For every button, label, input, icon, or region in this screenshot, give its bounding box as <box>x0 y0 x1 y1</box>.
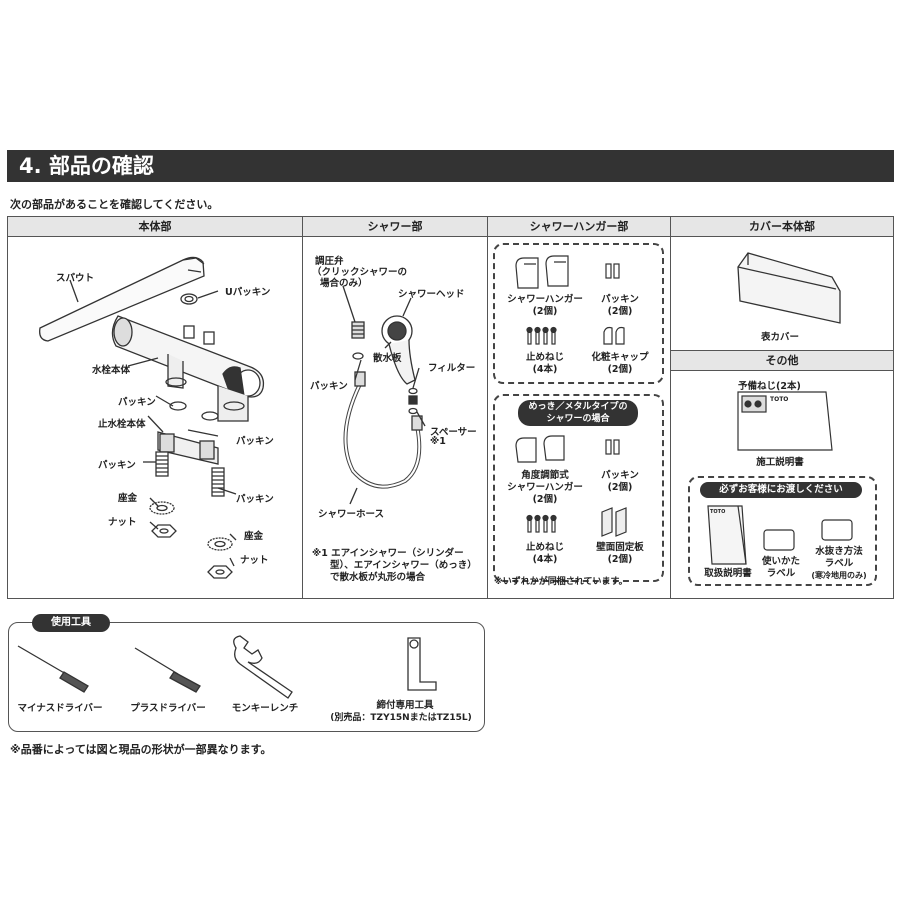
label-spray-plate: 散水板 <box>373 353 402 364</box>
label-drain-2: ラベル <box>824 558 854 569</box>
label-metal-packing: パッキン <box>601 470 639 481</box>
label-packing-2: パッキン <box>236 436 274 447</box>
label-special-tool-1: 締付専用工具 <box>376 700 434 711</box>
tools-title: 使用工具 <box>32 614 110 632</box>
header-other: その他 <box>671 351 893 371</box>
label-hanger-screw-qty: (4本) <box>532 364 558 375</box>
header-shower: シャワー部 <box>303 217 487 237</box>
label-hanger: シャワーハンガー <box>507 294 583 305</box>
label-filter: フィルター <box>428 363 476 374</box>
shower-note-2: 型）、エアインシャワー（めっき） <box>330 560 477 571</box>
metal-badge-line-2: シャワーの場合 <box>546 414 610 424</box>
label-shower-hose: シャワーホース <box>318 509 385 520</box>
label-packing-1: パッキン <box>118 397 156 408</box>
cover-illustration <box>737 252 841 324</box>
label-plus-driver: プラスドライバー <box>130 703 206 714</box>
col-divider-2 <box>487 216 488 599</box>
label-nut-1: ナット <box>108 517 137 528</box>
label-wall-plate: 壁面固定板 <box>596 542 644 553</box>
header-cover: カバー本体部 <box>671 217 893 237</box>
hanger-metal-illustration <box>515 435 627 537</box>
col-divider-1 <box>302 216 303 599</box>
faucet-illustration <box>39 256 265 579</box>
tools-illustration <box>17 635 437 699</box>
label-hanger-packing-qty: (2個) <box>607 306 633 317</box>
customer-items-illustration <box>707 505 853 565</box>
customer-box <box>688 476 877 586</box>
label-pressure-valve-note2: 場合のみ） <box>320 278 368 289</box>
header-hanger: シャワーハンガー部 <box>488 217 670 237</box>
label-shower-packing: パッキン <box>310 381 348 392</box>
label-drain-3: (寒冷地用のみ) <box>811 571 867 580</box>
label-hanger-cap: 化粧キャップ <box>591 352 649 363</box>
label-spacer-mark: ※1 <box>430 436 446 447</box>
label-minus-driver: マイナスドライバー <box>17 703 103 714</box>
label-spacer: スペーサー <box>430 427 477 438</box>
label-metal-screw-qty: (4本) <box>532 554 558 565</box>
label-wrench: モンキーレンチ <box>231 703 299 714</box>
label-faucet-body: 水栓本体 <box>92 365 131 376</box>
label-hanger-packing: パッキン <box>601 294 639 305</box>
tools-box <box>8 622 485 732</box>
label-washer-1: 座金 <box>118 493 138 504</box>
label-hanger-cap-qty: (2個) <box>607 364 633 375</box>
label-spout: スパウト <box>56 273 95 284</box>
label-hanger-qty: (2個) <box>532 306 558 317</box>
metal-type-badge: めっき／メタルタイプの シャワーの場合 <box>518 400 638 426</box>
hanger-either-note: ※いずれかが同梱されています。 <box>494 577 628 587</box>
parts-grid <box>7 216 894 599</box>
label-usage-2: ラベル <box>766 568 796 579</box>
label-usage-1: 使いかた <box>761 556 800 567</box>
label-special-tool-2: (別売品：TZY15NまたはTZ15L) <box>330 713 472 723</box>
hanger-standard-illustration <box>515 255 625 345</box>
label-shower-head: シャワーヘッド <box>398 289 465 300</box>
label-pressure-valve-note1: （クリックシャワーの <box>312 267 408 278</box>
col-divider-3 <box>670 216 671 599</box>
header-main-body: 本体部 <box>8 217 302 237</box>
label-angle-hanger-1: 角度調節式 <box>521 470 569 481</box>
label-packing-4: パッキン <box>236 494 274 505</box>
shower-illustration <box>342 285 426 505</box>
label-cover: 表カバー <box>760 332 799 343</box>
label-metal-packing-qty: (2個) <box>607 482 633 493</box>
label-stop-valve-body: 止水栓本体 <box>98 419 146 430</box>
user-manual-brand: TOTO <box>710 509 726 515</box>
footnote: ※品番によっては図と現品の形状が一部異なります。 <box>10 743 272 756</box>
label-packing-3: パッキン <box>98 460 136 471</box>
manual-illustration <box>737 391 833 451</box>
label-nut-2: ナット <box>240 555 269 566</box>
label-wall-plate-qty: (2個) <box>607 554 633 565</box>
cover-divider <box>671 350 893 351</box>
metal-badge-line-1: めっき／メタルタイプの <box>528 402 628 412</box>
label-user-manual: 取扱説明書 <box>704 568 752 579</box>
label-angle-hanger-2: シャワーハンガー <box>507 482 583 493</box>
label-angle-hanger-qty: (2個) <box>532 494 558 505</box>
label-pressure-valve: 調圧弁 <box>315 256 344 267</box>
label-washer-2: 座金 <box>244 531 264 542</box>
intro-text: 次の部品があることを確認してください。 <box>10 198 219 211</box>
manual-brand-logo: TOTO <box>770 396 789 403</box>
shower-note-3: で散水板が丸形の場合 <box>330 572 426 583</box>
label-metal-screw: 止めねじ <box>525 542 564 553</box>
hanger-standard-box <box>493 243 664 384</box>
label-manual: 施工説明書 <box>756 457 804 468</box>
shower-note-1: ※1 エアインシャワー（シリンダー <box>312 548 464 559</box>
section-title: 4. 部品の確認 <box>7 150 894 182</box>
label-u-packing: Uパッキン <box>225 287 271 298</box>
label-hanger-screw: 止めねじ <box>525 352 564 363</box>
label-drain-1: 水抜き方法 <box>815 546 863 557</box>
customer-badge: 必ずお客様にお渡しください <box>700 482 862 498</box>
label-spare-screw: 予備ねじ(2本) <box>738 381 801 392</box>
hanger-metal-box <box>493 394 664 582</box>
